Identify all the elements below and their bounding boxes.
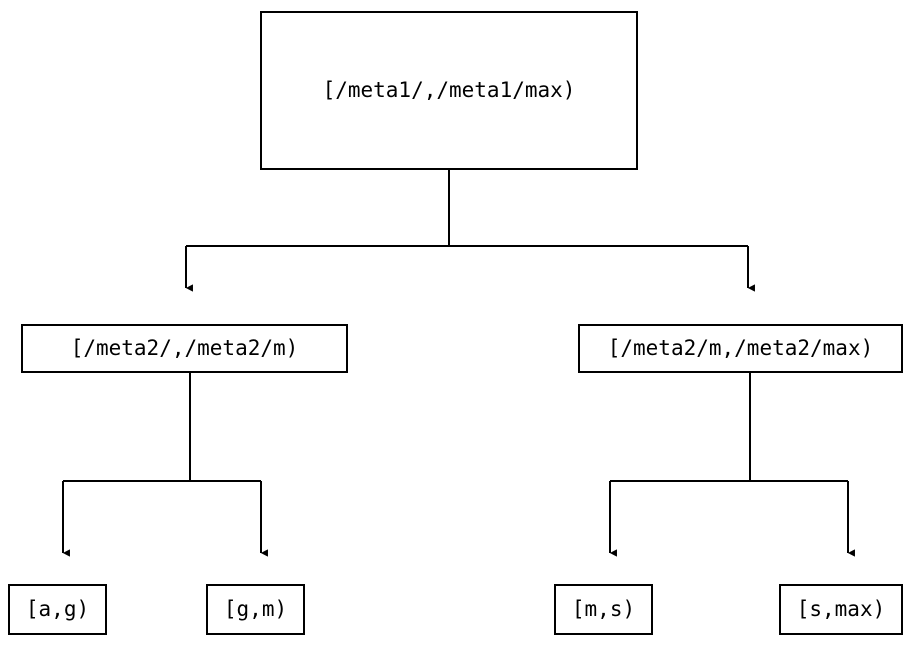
edge-root-to-branches (185, 170, 755, 292)
node-branch-left-label: [/meta2/,/meta2/m) (70, 336, 299, 360)
node-branch-left[interactable]: [/meta2/,/meta2/m) (21, 324, 348, 373)
node-leaf-2[interactable]: [g,m) (206, 584, 305, 635)
node-root[interactable]: [/meta1/,/meta1/max) (260, 11, 638, 170)
edge-branch-right-to-leaves (609, 373, 855, 557)
node-leaf-3-label: [m,s) (571, 597, 636, 621)
node-branch-right[interactable]: [/meta2/m,/meta2/max) (578, 324, 903, 373)
node-leaf-4[interactable]: [s,max) (779, 584, 903, 635)
node-leaf-2-label: [g,m) (223, 597, 288, 621)
node-leaf-4-label: [s,max) (796, 597, 886, 621)
edge-branch-left-to-leaves (62, 373, 268, 557)
node-leaf-1[interactable]: [a,g) (8, 584, 107, 635)
node-leaf-1-label: [a,g) (25, 597, 90, 621)
node-leaf-3[interactable]: [m,s) (554, 584, 653, 635)
node-branch-right-label: [/meta2/m,/meta2/max) (607, 336, 874, 360)
node-root-label: [/meta1/,/meta1/max) (322, 78, 576, 102)
